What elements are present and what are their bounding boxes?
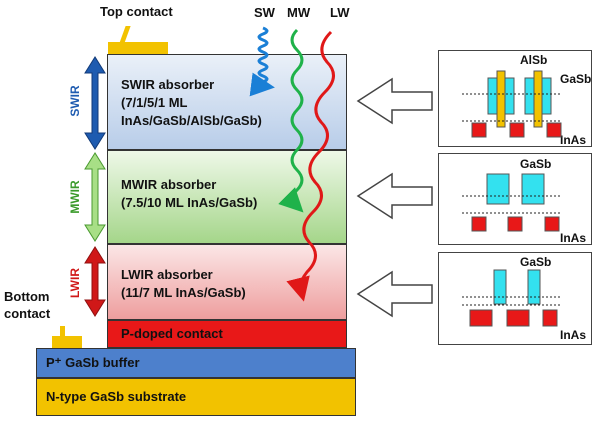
- gasb-buffer-label: P⁺ GaSb buffer: [46, 355, 140, 370]
- mwir-gasb-label: GaSb: [520, 157, 552, 171]
- gasb-substrate-layer: [36, 378, 356, 416]
- sw-label: SW: [254, 5, 275, 20]
- mw-wave: [278, 28, 304, 213]
- top-contact-label: Top contact: [100, 4, 173, 19]
- bottom-contact-wire: [60, 326, 65, 338]
- swir-alsb-label: AlSb: [520, 53, 548, 67]
- gasb-buffer-layer: [36, 348, 356, 378]
- swir-band-diagram: [462, 70, 562, 138]
- mwir-absorber-label: MWIR absorber (7.5/10 ML InAs/GaSb): [121, 177, 258, 210]
- swir-absorber-layer: [107, 54, 347, 150]
- lw-label: LW: [330, 5, 350, 20]
- mwir-inas-label: InAs: [560, 231, 587, 245]
- swir-pointer-arrow: [356, 77, 433, 125]
- swir-inas-label: InAs: [560, 133, 587, 147]
- mwir-band-diagram: [462, 173, 562, 232]
- lwir-inas-label: InAs: [560, 328, 587, 342]
- lwir-thickness-arrow: [84, 246, 106, 317]
- bottom-contact-label: Bottom contact: [4, 289, 51, 321]
- swir-absorber-label: SWIR absorber (7/1/5/1 ML InAs/GaSb/AlSb…: [121, 77, 262, 128]
- p-doped-contact-label: P-doped contact: [121, 326, 223, 341]
- lwir-pointer-arrow: [356, 270, 433, 318]
- mwir-pointer-arrow: [356, 172, 433, 220]
- mwir-band-panel: [438, 153, 592, 245]
- swir-thickness-arrow: [84, 56, 106, 150]
- lw-wave: [286, 30, 335, 302]
- mwir-absorber-layer: [107, 150, 347, 244]
- mw-label: MW: [287, 5, 311, 20]
- p-doped-contact-layer: [107, 320, 347, 348]
- gasb-substrate-label: N-type GaSb substrate: [46, 389, 187, 404]
- swir-gasb-label: GaSb: [560, 72, 592, 86]
- lwir-band-panel: [438, 252, 592, 345]
- mwir-thickness-arrow: [84, 152, 106, 242]
- sw-wave: [249, 26, 275, 97]
- lwir-absorber-label: LWIR absorber (11/7 ML InAs/GaSb): [121, 267, 246, 300]
- lwir-band-diagram: [462, 269, 562, 327]
- bottom-contact-pad: [52, 336, 82, 348]
- lwir-gasb-label: GaSb: [520, 255, 552, 269]
